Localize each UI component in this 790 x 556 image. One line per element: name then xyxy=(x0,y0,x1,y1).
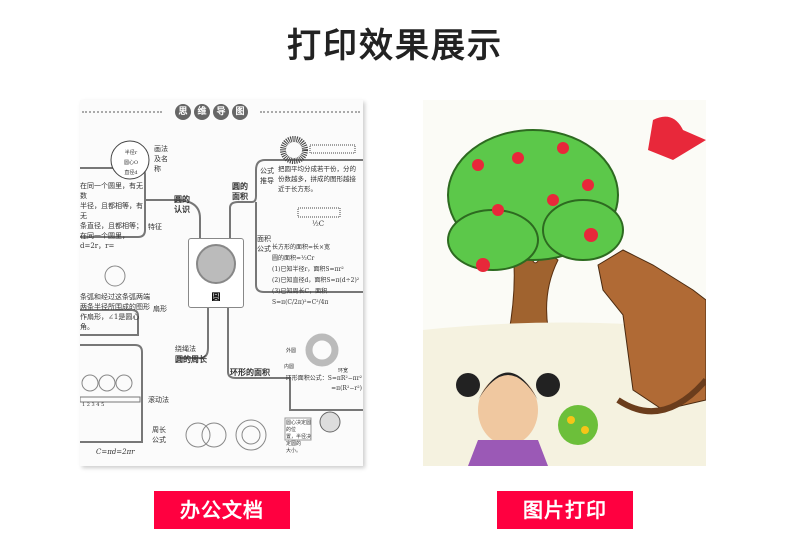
area-formulas: 长方形的面积=长×宽圆的面积=½Cr(1)已知半径r，面积S=πr²(2)已知直… xyxy=(272,244,360,306)
page-title: 打印效果展示 xyxy=(287,26,503,66)
ruler-ticks: 1 2 3 4 5 xyxy=(82,402,105,408)
office-document-label: 办公文档 xyxy=(154,491,290,529)
features-label: 特征 xyxy=(148,223,162,231)
center-node: 圆 xyxy=(188,238,244,308)
roll-label: 滚动法 xyxy=(148,396,169,404)
derive-text: 把圆平均分成若干份，分的份数越多，拼成的图形越接近于长方形。 xyxy=(278,165,356,193)
drawing-illustration xyxy=(423,116,706,466)
features-text: 在同一个圆里，有无数半径，且都相等，有无条直径，且都相等；在同一个圆里，d=2r… xyxy=(80,182,143,250)
header-char: 思 xyxy=(175,104,191,120)
ring-width-label: 环宽 xyxy=(338,368,349,374)
sector-text: 条弧和经过这条弧两端两条半径所围成的图形作扇形，∠1是圆心角。 xyxy=(80,293,150,331)
header-char: 维 xyxy=(194,104,210,120)
branch-recognition: 圆的认识 xyxy=(174,195,190,214)
center-label: 圆 xyxy=(211,293,221,303)
photo-print-label: 图片打印 xyxy=(497,491,633,529)
divider xyxy=(82,111,162,113)
mindmap-lines xyxy=(80,136,363,451)
child-drawing-sample xyxy=(423,100,706,466)
outer-label: 外圆 xyxy=(286,348,297,354)
draw-name-label: 画法及名称 xyxy=(154,145,168,173)
perimeter-formula-label: 周长公式 xyxy=(152,426,166,444)
branch-area: 圆的面积 xyxy=(232,182,248,201)
ring-formula: 环形面积公式：S=πR²−πr²=π(R²−r²) xyxy=(285,375,362,392)
inner-label: 内圆 xyxy=(284,364,295,370)
half-c-label: ½C xyxy=(312,220,325,228)
formula-derive-label: 公式推导 xyxy=(260,167,274,185)
header-char: 图 xyxy=(232,104,248,120)
area-formula-label: 面积公式 xyxy=(257,235,271,253)
header-char: 导 xyxy=(213,104,229,120)
branch-ring: 环形的面积 xyxy=(230,368,270,377)
sector-label: 扇形 xyxy=(153,305,167,313)
office-document-sample: 思 维 导 图 圆 半径r xyxy=(80,100,363,466)
rope-label: 绕绳法 xyxy=(175,345,196,353)
branch-perimeter: 圆的周长 xyxy=(175,355,207,364)
pizza-circle-image xyxy=(196,244,236,284)
speech-bubble: 圆心决定圆的位置，半径决定圆的大小。 xyxy=(286,420,312,454)
perimeter-equation: C=πd=2πr xyxy=(96,448,135,456)
divider xyxy=(260,111,360,113)
mindmap-header: 思 维 导 图 xyxy=(175,104,248,120)
